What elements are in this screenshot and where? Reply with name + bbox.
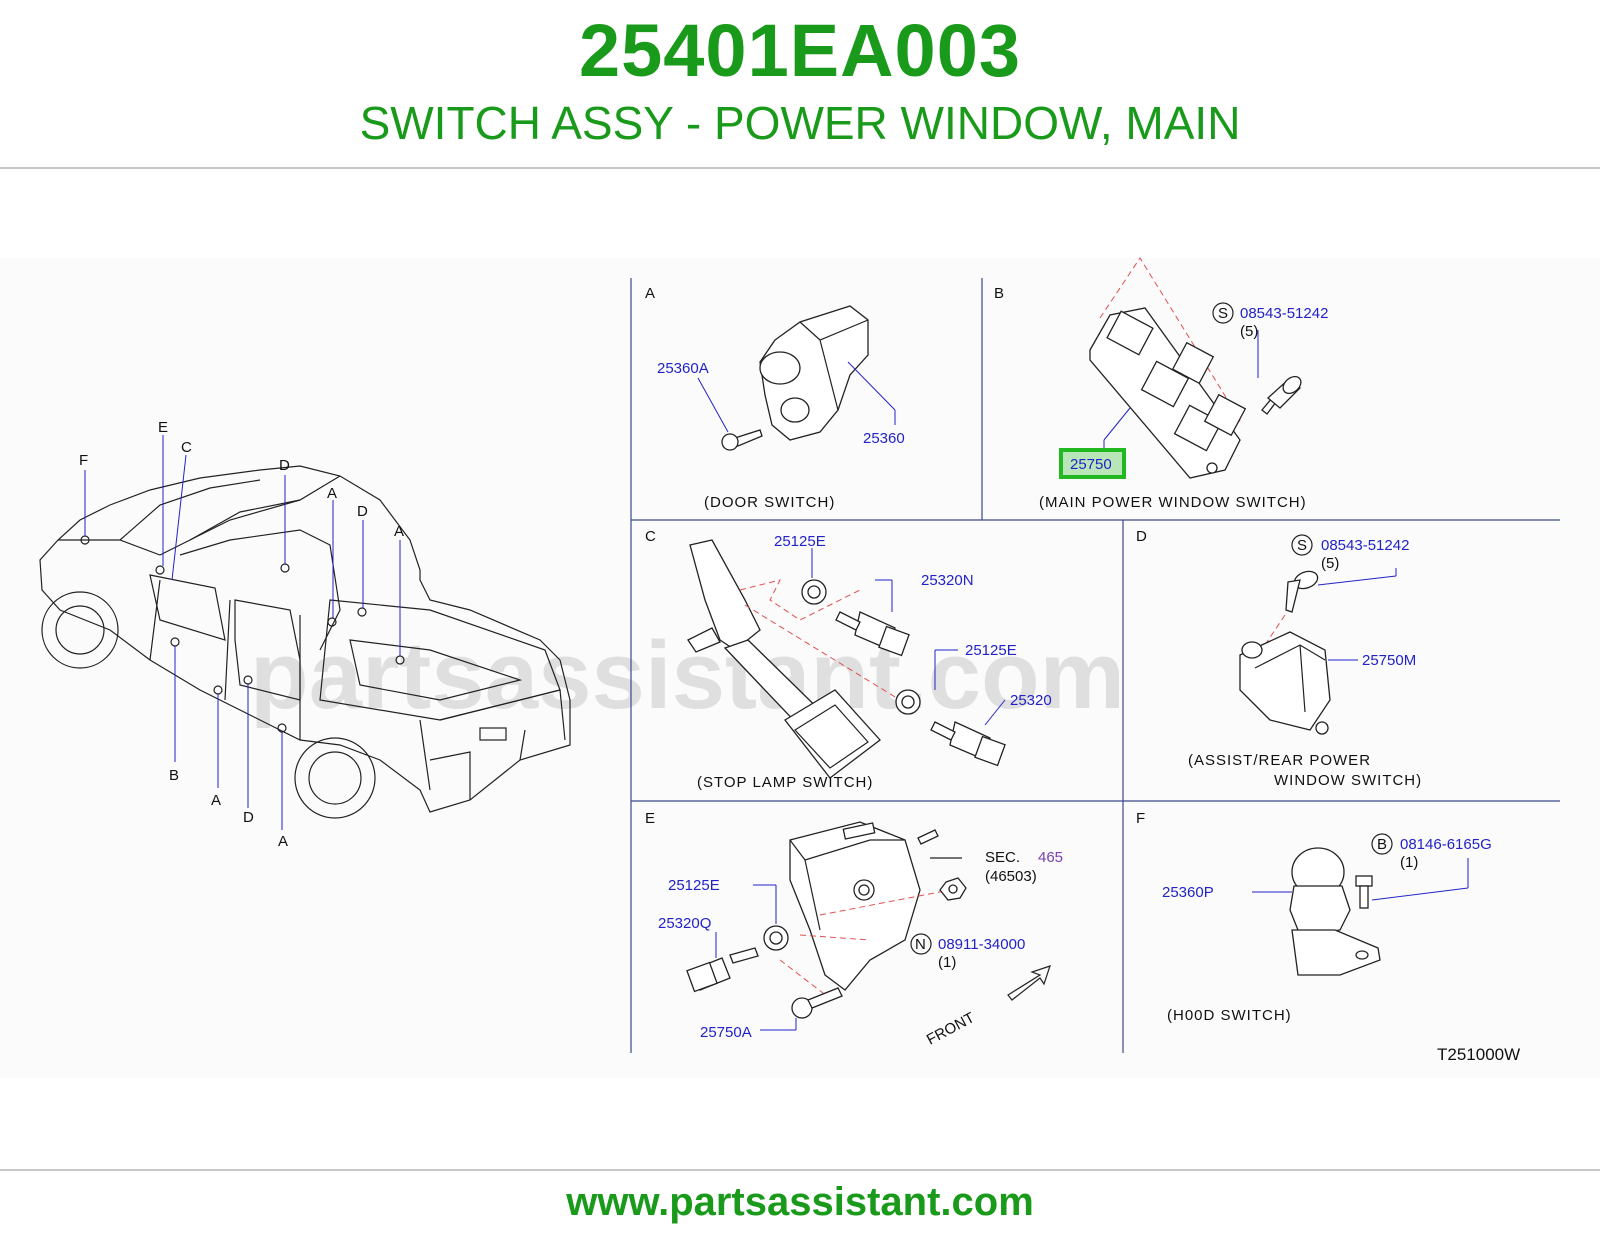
panel-c-letter: C [645, 528, 656, 545]
panel-e-letter: E [645, 810, 655, 827]
part-label-08146-6165g[interactable]: 08146-6165G [1400, 836, 1492, 853]
panel-a-letter: A [645, 285, 655, 302]
switch-25320n [835, 611, 910, 657]
panel-b-caption: (MAIN POWER WINDOW SWITCH) [1039, 494, 1307, 511]
switch-25320q [686, 947, 759, 993]
leader-f-bolt [1371, 887, 1469, 901]
panel-c-caption: (STOP LAMP SWITCH) [697, 774, 873, 791]
panel-c: C [645, 528, 1052, 791]
callout-d-roof: D [279, 457, 290, 474]
part-label-25360a[interactable]: 25360A [657, 360, 709, 377]
panel-f-letter: F [1136, 810, 1145, 827]
switch-25320 [930, 721, 1006, 767]
callout-d-rear: D [357, 503, 368, 520]
part-number: 25401EA003 [578, 9, 1022, 92]
screw-drawing-d [1285, 570, 1319, 613]
vehicle-illustration [39, 465, 571, 819]
fastener-symbol-s-b [1212, 302, 1234, 324]
callout-b: B [169, 767, 179, 784]
highlight-box-25750[interactable] [1059, 448, 1126, 479]
door-switch-drawing [721, 305, 869, 451]
part-label-08543-51242-d[interactable]: 08543-51242 [1321, 537, 1409, 554]
watermark: partsassistant.com [250, 622, 1125, 729]
part-label-25750a[interactable]: 25750A [700, 1024, 752, 1041]
panel-d-caption-line1: (ASSIST/REAR POWER [1188, 752, 1371, 769]
main-window-switch-drawing [1089, 307, 1247, 479]
panel-d-letter: D [1136, 528, 1147, 545]
part-label-08543-51242-b[interactable]: 08543-51242 [1240, 305, 1328, 322]
clip-25125e-top [801, 579, 827, 605]
leader-25360a [697, 377, 729, 433]
fastener-symbol-n-text: N [915, 936, 926, 953]
hood-switch-drawing [1289, 847, 1381, 976]
part-description: SWITCH ASSY - POWER WINDOW, MAIN [359, 97, 1241, 149]
panel-b: B S 08543-51242 (5) 25750 (MAIN POWER WI… [994, 257, 1328, 511]
sec-sub-number: (46503) [985, 868, 1037, 885]
clip-25125e-bottom [895, 689, 921, 715]
callout-c: C [181, 439, 192, 456]
panel-d: D S 08543-51242 (5) 25750M (ASSIST/REAR … [1136, 528, 1422, 789]
bolt-drawing-f [1355, 875, 1373, 909]
assist-window-switch-drawing [1239, 631, 1331, 735]
leader-25320 [984, 699, 1006, 726]
leader-25360 [847, 361, 896, 411]
callout-f: F [79, 452, 88, 469]
fastener-qty-b: (1) [1400, 854, 1418, 871]
callout-a-rear-upper: A [327, 485, 337, 502]
part-label-25320n[interactable]: 25320N [921, 572, 974, 589]
fastener-symbol-s-d [1291, 534, 1313, 556]
bolt-25750a [791, 987, 843, 1019]
callout-a-bed: A [394, 523, 404, 540]
part-label-25320q[interactable]: 25320Q [658, 915, 711, 932]
fastener-symbol-b-text: B [1377, 836, 1387, 853]
front-arrow-icon [1007, 965, 1051, 1001]
callout-a-front-door: A [211, 792, 221, 809]
header-divider [0, 167, 1600, 169]
part-label-25125e-top[interactable]: 25125E [774, 533, 826, 550]
pedal-bracket-drawing [789, 821, 939, 991]
leader-25750 [1103, 407, 1131, 441]
panel-f: F B 08146-6165G (1) 25360P (H00D SWITCH) [1136, 810, 1492, 1024]
part-label-08911-34000[interactable]: 08911-34000 [938, 936, 1025, 953]
footer-divider [0, 1169, 1600, 1171]
panel-grid [630, 278, 1560, 1053]
sec-label: SEC. [985, 849, 1020, 866]
part-label-25750m[interactable]: 25750M [1362, 652, 1416, 669]
panel-b-letter: B [994, 285, 1004, 302]
drawing-code: T251000W [1437, 1045, 1520, 1064]
part-label-25125e-e[interactable]: 25125E [668, 877, 720, 894]
panel-d-caption-line2: WINDOW SWITCH) [1274, 772, 1422, 789]
brake-pedal-drawing [687, 539, 881, 779]
vehicle-callout-leaders [84, 435, 401, 830]
callout-e: E [158, 419, 168, 436]
callout-a-rear-door: A [278, 833, 288, 850]
leader-d-screw [1317, 575, 1397, 586]
fastener-symbol-b [1371, 833, 1393, 855]
fastener-qty-d: (5) [1321, 555, 1339, 572]
panel-a-caption: (DOOR SWITCH) [704, 494, 835, 511]
panel-f-caption: (H00D SWITCH) [1167, 1007, 1292, 1024]
part-label-25125e-bottom[interactable]: 25125E [965, 642, 1017, 659]
fastener-qty-n: (1) [938, 954, 956, 971]
part-label-25750[interactable]: 25750 [1070, 456, 1112, 473]
fastener-qty-b: (5) [1240, 323, 1258, 340]
assembly-dash-c2 [744, 604, 901, 701]
panel-a: A 25360A 25360 (DOOR SWITCH) [645, 285, 905, 511]
assembly-dash-c1 [739, 579, 861, 621]
fastener-symbol-s-b-text: S [1218, 305, 1228, 322]
part-label-25320[interactable]: 25320 [1010, 692, 1052, 709]
part-label-25360[interactable]: 25360 [863, 430, 905, 447]
fastener-symbol-s-d-text: S [1297, 537, 1307, 554]
sec-number[interactable]: 465 [1038, 849, 1063, 866]
callout-d-rear-door: D [243, 809, 254, 826]
part-label-25360p[interactable]: 25360P [1162, 884, 1214, 901]
panel-e: E 2512 [645, 810, 1063, 1049]
clip-25125e-e [763, 925, 789, 951]
screw-drawing-b [1261, 375, 1302, 415]
fastener-symbol-n [910, 933, 932, 955]
website-link[interactable]: www.partsassistant.com [566, 1180, 1034, 1224]
vehicle-callouts: F E C D A D A B A D A [79, 419, 404, 850]
nut-08911-34000 [939, 877, 967, 901]
